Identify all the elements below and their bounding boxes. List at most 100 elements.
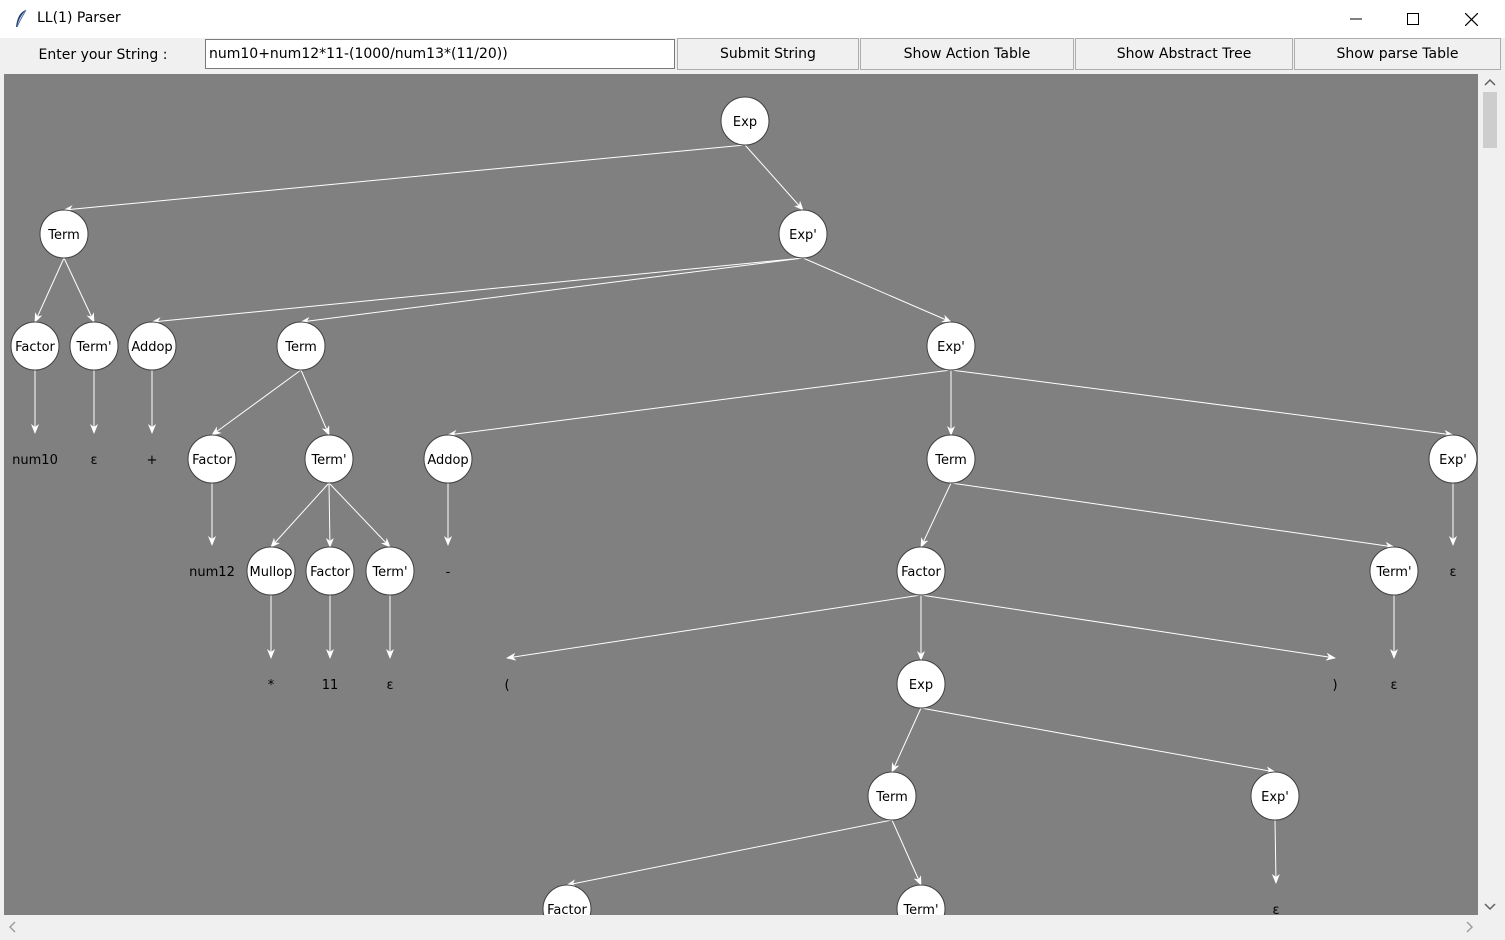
tree-edge <box>744 144 804 211</box>
scroll-right-icon[interactable] <box>1466 921 1474 933</box>
tree-edge <box>950 482 1395 550</box>
tree-leaf-l_11: 11 <box>322 678 339 693</box>
tree-edge <box>891 707 922 773</box>
tree-node-label: Factor <box>547 903 587 915</box>
tree-node-expp3: Exp' <box>1428 434 1478 484</box>
tree-leaf-l_eps1: ε <box>90 453 97 468</box>
tree-node-label: Factor <box>15 340 55 355</box>
vertical-scroll-thumb[interactable] <box>1483 92 1497 148</box>
scroll-left-icon[interactable] <box>8 921 16 933</box>
tree-node-label: Term <box>284 340 317 355</box>
tree-edge <box>447 369 952 438</box>
tree-node-factor2: Factor <box>187 434 237 484</box>
tree-edge <box>270 482 330 548</box>
tree-edge <box>211 369 302 436</box>
tree-edge <box>566 819 893 888</box>
tree-node-label: Exp' <box>1439 453 1467 468</box>
tree-node-label: Exp <box>733 115 757 130</box>
tree-edge <box>151 257 804 326</box>
tree-edge <box>328 482 391 548</box>
tree-edge <box>300 257 804 325</box>
tree-node-expp2: Exp' <box>926 321 976 371</box>
tree-edge <box>63 257 95 323</box>
tree-node-label: Exp' <box>1261 790 1289 805</box>
close-icon <box>1464 12 1478 26</box>
tree-node-label: Term <box>934 453 967 468</box>
tree-node-label: Term' <box>75 340 111 355</box>
tree-node-label: Term' <box>371 565 407 580</box>
scroll-up-icon[interactable] <box>1484 78 1496 86</box>
minimize-icon <box>1350 18 1362 20</box>
title-bar: LL(1) Parser <box>0 0 1505 38</box>
tree-edge <box>63 144 746 214</box>
tree-leaf-l_eps2: ε <box>1449 565 1456 580</box>
tree-leaf-l_eps3: ε <box>386 678 393 693</box>
tree-node-termp4: Term' <box>1369 546 1419 596</box>
tree-node-term1: Term <box>39 209 89 259</box>
tree-edge <box>950 369 1454 438</box>
tree-node-label: Term <box>47 228 80 243</box>
tree-leaf-l_lparen: ( <box>504 678 509 693</box>
close-button[interactable] <box>1442 0 1500 38</box>
tree-node-label: Factor <box>310 565 350 580</box>
tree-node-exp0: Exp <box>720 96 770 146</box>
vertical-scrollbar[interactable] <box>1479 74 1501 915</box>
show-parse-table-button[interactable]: Show parse Table <box>1294 38 1501 70</box>
tree-edge <box>920 594 1336 661</box>
maximize-icon <box>1407 13 1419 25</box>
show-abstract-tree-button[interactable]: Show Abstract Tree <box>1075 38 1293 70</box>
tree-node-termp2: Term' <box>304 434 354 484</box>
tree-node-term2: Term <box>276 321 326 371</box>
tree-leaf-l_minus: - <box>446 565 451 580</box>
tree-node-factor1: Factor <box>10 321 60 371</box>
horizontal-scrollbar[interactable] <box>4 916 1479 937</box>
submit-string-button[interactable]: Submit String <box>677 38 859 70</box>
tree-node-exp1: Exp <box>896 659 946 709</box>
tree-leaf-l_plus: + <box>147 453 158 468</box>
tree-edge <box>891 819 922 886</box>
tree-edge <box>1271 819 1280 884</box>
tree-edge <box>325 482 334 548</box>
tree-node-termp3: Term' <box>365 546 415 596</box>
tree-node-expp1: Exp' <box>778 209 828 259</box>
tree-node-expp4: Exp' <box>1250 771 1300 821</box>
tree-edge <box>920 482 952 548</box>
tree-node-label: Exp' <box>937 340 965 355</box>
tree-edge <box>802 257 952 323</box>
tree-edge <box>300 369 330 436</box>
tree-node-addop1: Addop <box>127 321 177 371</box>
tree-node-label: Mullop <box>250 565 293 580</box>
tree-node-label: Term' <box>310 453 346 468</box>
scroll-down-icon[interactable] <box>1484 903 1496 911</box>
tree-edge <box>506 594 922 661</box>
tree-node-label: Factor <box>192 453 232 468</box>
tree-leaf-l_num10: num10 <box>12 453 58 468</box>
maximize-button[interactable] <box>1384 0 1442 38</box>
tree-node-term3: Term <box>926 434 976 484</box>
tree-node-factor3: Factor <box>305 546 355 596</box>
tree-node-term4: Term <box>867 771 917 821</box>
tree-node-mullop1: Mullop <box>246 546 296 596</box>
tree-leaf-l_eps5: ε <box>1272 903 1279 915</box>
show-action-table-button[interactable]: Show Action Table <box>860 38 1074 70</box>
tree-node-label: Term' <box>1375 565 1411 580</box>
tree-leaf-l_num12: num12 <box>189 565 235 580</box>
tree-edge <box>920 707 1276 775</box>
input-label: Enter your String : <box>38 47 168 63</box>
window-title: LL(1) Parser <box>37 10 121 26</box>
toolbar: Enter your String : Submit String Show A… <box>0 38 1505 72</box>
tree-node-label: Addop <box>427 453 468 468</box>
tree-node-label: Exp' <box>789 228 817 243</box>
string-input[interactable] <box>205 39 675 69</box>
minimize-button[interactable] <box>1327 0 1385 38</box>
tree-leaf-l_rparen: ) <box>1332 678 1337 693</box>
feather-icon <box>16 9 27 28</box>
tree-node-addop2: Addop <box>423 434 473 484</box>
tree-node-factor4: Factor <box>896 546 946 596</box>
tree-node-factor5: Factor <box>542 884 592 915</box>
tree-node-label: Addop <box>131 340 172 355</box>
tree-node-termp5: Term' <box>896 884 946 915</box>
tree-node-termp1: Term' <box>69 321 119 371</box>
